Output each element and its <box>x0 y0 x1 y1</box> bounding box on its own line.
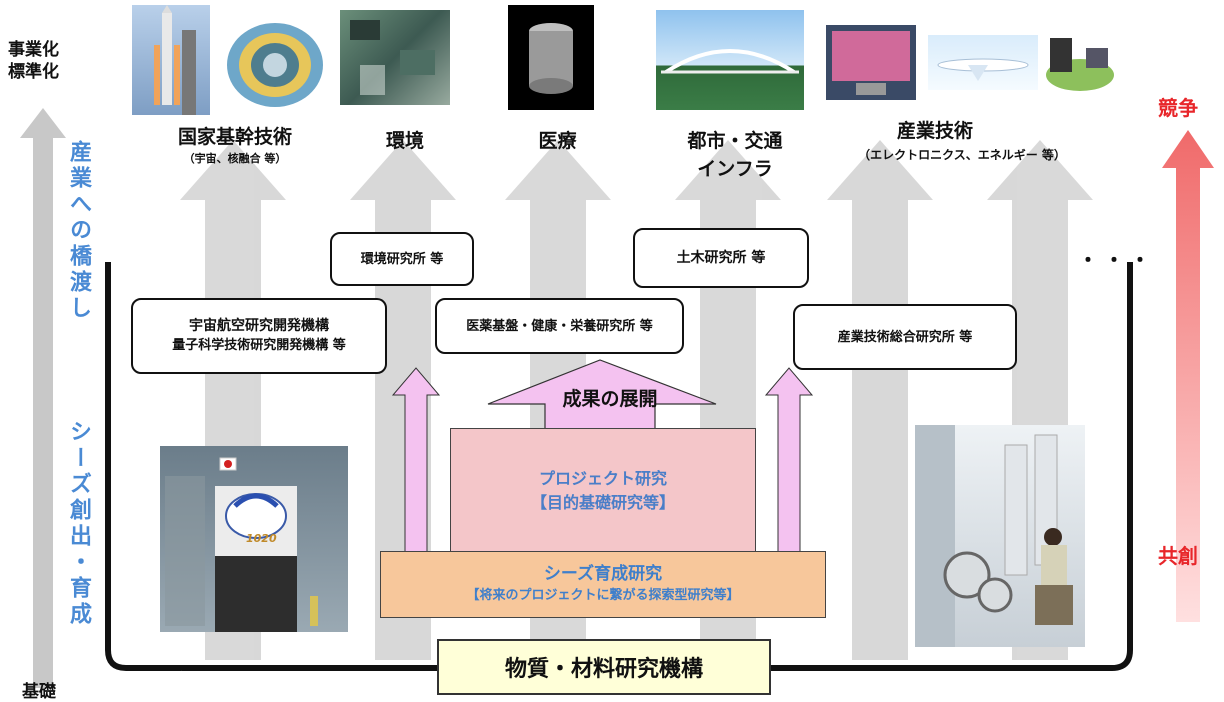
institute-env: 環境研究所 等 <box>360 251 444 267</box>
field-sub-industrial-tech: （エレクトロニクス、エネルギー 等） <box>858 148 1066 162</box>
field-title-medical: 医療 <box>538 130 577 152</box>
left-axis-arrow <box>20 108 66 688</box>
bridge-photo <box>656 10 804 110</box>
fusion-device-photo <box>220 5 330 115</box>
lab-equipment-photo <box>915 425 1085 647</box>
field-title-environment: 環境 <box>385 130 424 152</box>
deploy-label: 成果の展開 <box>562 388 658 410</box>
nims-label: 物質・材料研究機構 <box>504 657 703 682</box>
institute-jaxa: 宇宙航空研究開発機構 <box>189 318 329 334</box>
field-sub-national-tech: （宇宙、核融合 等） <box>183 152 287 165</box>
institute-env-box: 環境研究所 等 <box>330 232 474 286</box>
deploy-arrow-left <box>391 367 441 583</box>
seeds-research-sub: 【将来のプロジェクトに繋がる探索型研究等】 <box>466 587 740 603</box>
rocket-mark-text: 1020 <box>246 532 277 545</box>
bridge-label: 産業への橋渡し <box>66 140 91 322</box>
right-axis-arrow <box>1162 130 1214 622</box>
gray-column-arrow <box>827 140 933 660</box>
rocket-photo <box>132 5 210 115</box>
top-left-label-2: 標準化 <box>8 62 59 82</box>
field-title-national-tech: 国家基幹技術 <box>177 126 292 148</box>
project-research-title: プロジェクト研究 <box>538 469 667 488</box>
top-left-label-1: 事業化 <box>8 40 59 60</box>
field-title-industrial-tech: 産業技術 <box>896 120 973 142</box>
institute-jaxa-qst-box: 宇宙航空研究開発機構 量子科学技術研究開発機構 等 <box>131 298 387 374</box>
field-title-urban-transport: 都市・交通 <box>687 130 783 152</box>
seeds-creation-label: シーズ創出・育成 <box>66 420 91 628</box>
seeds-research-title: シーズ育成研究 <box>543 563 663 584</box>
project-research-box: プロジェクト研究 【目的基礎研究等】 <box>450 428 756 554</box>
institute-nibiohn: 医薬基盤・健康・栄養研究所 等 <box>466 318 653 334</box>
airplane-photo <box>928 35 1038 90</box>
project-research-sub: 【目的基礎研究等】 <box>530 493 675 512</box>
institute-aist: 産業技術総合研究所 等 <box>837 329 973 345</box>
medical-material-photo <box>508 5 594 110</box>
competition-label: 競争 <box>1158 96 1198 120</box>
circuit-board-photo <box>340 10 450 105</box>
basic-label: 基礎 <box>22 682 56 702</box>
field-title-infrastructure: インフラ <box>697 158 773 180</box>
institute-aist-box: 産業技術総合研究所 等 <box>793 304 1017 370</box>
rocket-assembly-photo: 1020 <box>160 446 348 632</box>
television-photo <box>826 25 916 100</box>
institute-qst: 量子科学技術研究開発機構 等 <box>172 338 346 353</box>
electronics-photo <box>1042 20 1118 98</box>
ellipsis-mark: ・・・ <box>1078 248 1156 272</box>
institute-nibiohn-box: 医薬基盤・健康・栄養研究所 等 <box>435 298 684 354</box>
co-creation-label: 共創 <box>1158 544 1198 568</box>
deploy-arrow-right <box>764 367 814 583</box>
institute-civil: 土木研究所 等 <box>676 249 766 266</box>
institute-civil-box: 土木研究所 等 <box>633 228 809 288</box>
seeds-research-box: シーズ育成研究 【将来のプロジェクトに繋がる探索型研究等】 <box>380 551 826 618</box>
nims-box: 物質・材料研究機構 <box>437 639 771 695</box>
